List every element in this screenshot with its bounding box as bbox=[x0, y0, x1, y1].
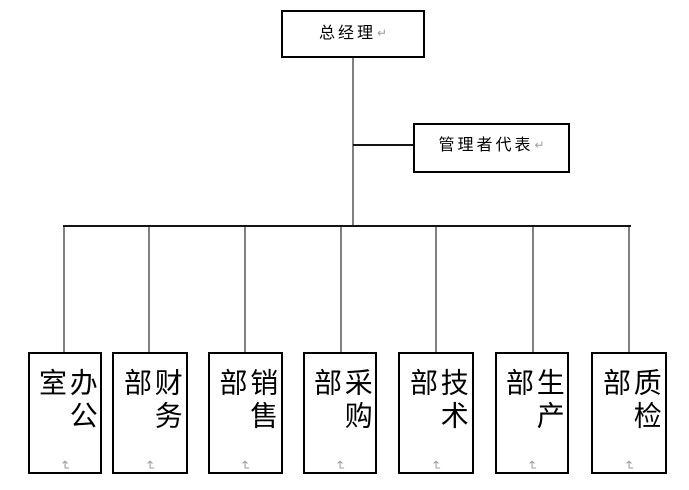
connector-drop-technology bbox=[435, 227, 437, 352]
connector-drop-finance bbox=[148, 227, 150, 352]
org-chart-node-quality-inspection[interactable]: 质检部 ↵ bbox=[591, 352, 667, 474]
paragraph-mark-icon: ↵ bbox=[142, 460, 158, 471]
org-chart-node-general-manager[interactable]: 总经理↵ bbox=[281, 10, 425, 58]
org-chart-node-finance[interactable]: 财务部 ↵ bbox=[112, 352, 188, 474]
connector-main-horizontal bbox=[63, 225, 631, 227]
paragraph-mark-icon: ↵ bbox=[524, 460, 540, 471]
org-chart-node-purchasing[interactable]: 采购部 ↵ bbox=[303, 352, 377, 474]
node-label: 管理者代表 bbox=[438, 137, 534, 154]
node-label: 技术部 bbox=[406, 368, 468, 434]
paragraph-mark-icon: ↵ bbox=[57, 460, 73, 471]
node-label: 办公室 bbox=[35, 368, 97, 434]
connector-drop-purchasing bbox=[340, 227, 342, 352]
node-label: 生产部 bbox=[502, 368, 564, 434]
connector-manager-rep-horizontal bbox=[353, 144, 413, 146]
org-chart-node-office[interactable]: 办公室 ↵ bbox=[28, 352, 102, 474]
paragraph-mark-icon: ↵ bbox=[376, 26, 388, 40]
connector-trunk-vertical bbox=[352, 58, 354, 226]
connector-drop-sales bbox=[244, 227, 246, 352]
node-label: 销售部 bbox=[215, 368, 278, 434]
node-label: 总经理 bbox=[318, 25, 376, 42]
connector-drop-production bbox=[532, 227, 534, 352]
connector-drop-office bbox=[63, 227, 65, 352]
org-chart-node-manager-representative[interactable]: 管理者代表↵ bbox=[413, 123, 570, 173]
org-chart-node-sales[interactable]: 销售部 ↵ bbox=[208, 352, 283, 474]
node-label: 采购部 bbox=[310, 368, 372, 434]
paragraph-mark-icon: ↵ bbox=[534, 138, 545, 152]
paragraph-mark-icon: ↵ bbox=[428, 460, 444, 471]
paragraph-mark-icon: ↵ bbox=[621, 460, 637, 471]
org-chart-node-technology[interactable]: 技术部 ↵ bbox=[398, 352, 474, 474]
connector-drop-quality bbox=[628, 227, 630, 352]
node-label: 财务部 bbox=[120, 368, 182, 434]
node-label: 质检部 bbox=[599, 368, 661, 434]
org-chart-node-production[interactable]: 生产部 ↵ bbox=[495, 352, 569, 474]
paragraph-mark-icon: ↵ bbox=[332, 460, 348, 471]
paragraph-mark-icon: ↵ bbox=[238, 460, 253, 471]
